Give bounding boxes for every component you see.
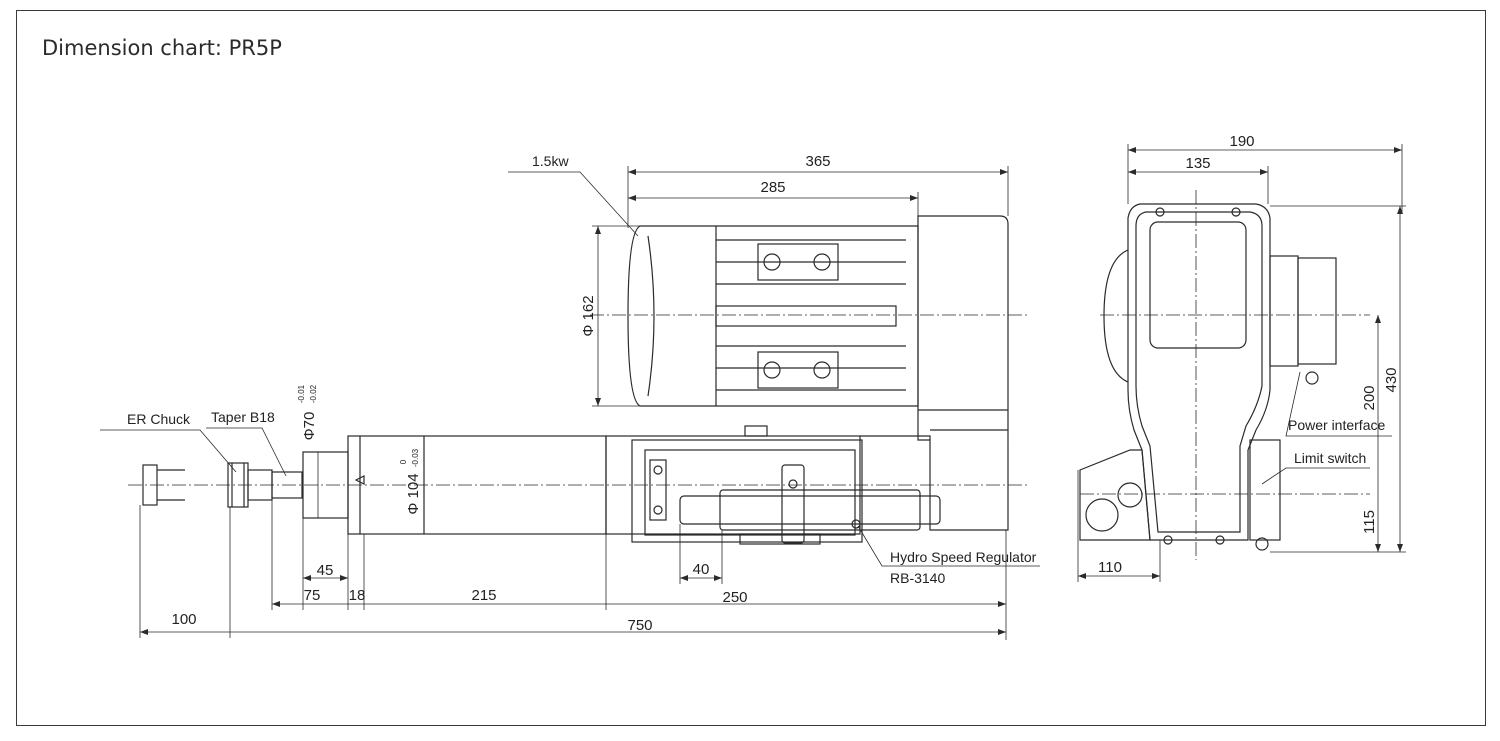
leader-hydro	[857, 525, 1040, 567]
dim-104-tol-lower: -0.03	[411, 448, 420, 467]
gearbox-body	[605, 425, 941, 545]
leader-limit-switch	[1261, 467, 1370, 485]
dim-100-label: 100	[171, 611, 196, 628]
motor-body	[627, 215, 1009, 531]
dim-135-label: 135	[1185, 155, 1210, 172]
dim-115-label: 115	[1361, 510, 1378, 534]
label-hydro-line1: Hydro Speed Regulator	[890, 549, 1037, 565]
dim-18-label: 18	[349, 587, 366, 604]
dim-430-label: 430	[1383, 367, 1400, 392]
dim-104-label: Φ 104	[405, 473, 422, 514]
dim-250-label: 250	[722, 589, 747, 606]
dim-70-tol-lower: -0.02	[309, 384, 318, 403]
front-view-body	[1079, 190, 1370, 560]
dim-200-label: 200	[1361, 385, 1378, 410]
dim-215-label: 215	[471, 587, 496, 604]
label-power-interface: Power interface	[1288, 417, 1385, 433]
dim-285-label: 285	[760, 179, 785, 196]
dim-45-label: 45	[317, 562, 334, 579]
dim-750-label: 750	[627, 617, 652, 634]
dim-104-tol-upper: 0	[399, 459, 408, 464]
leader-er-chuck	[100, 429, 237, 473]
label-power: 1.5kw	[532, 153, 569, 169]
page-title: Dimension chart: PR5P	[42, 36, 282, 60]
dim-70-label: Φ70	[301, 412, 318, 441]
drawing-frame	[16, 10, 1486, 726]
label-limit-switch: Limit switch	[1294, 450, 1366, 466]
dim-70-tol-upper: -0.01	[297, 384, 306, 403]
dim-40-label: 40	[693, 561, 710, 578]
dim-365-label: 365	[805, 153, 830, 170]
leader-power	[508, 171, 639, 237]
dim-190-label: 190	[1229, 133, 1254, 150]
dim-162-label: Φ 162	[580, 295, 597, 336]
dim-75-label: 75	[304, 587, 321, 604]
label-er-chuck: ER Chuck	[127, 411, 191, 427]
dim-110-label: 110	[1098, 559, 1122, 576]
leader-power-interface	[1285, 371, 1392, 437]
leader-taper	[206, 427, 287, 477]
taper-b18-body	[271, 471, 303, 499]
label-taper: Taper B18	[211, 409, 275, 425]
label-hydro-line2: RB-3140	[890, 570, 945, 586]
